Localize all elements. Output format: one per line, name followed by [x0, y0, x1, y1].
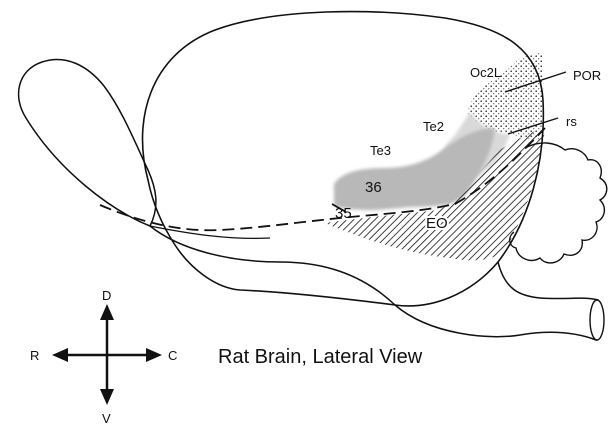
arrow-left-icon	[52, 348, 68, 362]
arrow-down-icon	[100, 389, 114, 405]
spinal-cord-end	[590, 300, 604, 340]
label-area-35: 35	[335, 205, 352, 222]
arrow-right-icon	[146, 348, 162, 362]
orientation-compass: D V R C	[30, 288, 177, 426]
compass-label-ventral: V	[102, 411, 111, 426]
label-oc2l: Oc2L	[470, 65, 501, 80]
arrow-up-icon	[100, 304, 114, 320]
compass-label-caudal: C	[168, 348, 177, 363]
label-rs: rs	[566, 114, 577, 129]
label-te2: Te2	[423, 119, 444, 134]
label-area-36: 36	[365, 179, 382, 196]
label-eo-text: EO	[426, 215, 448, 232]
compass-label-dorsal: D	[102, 288, 111, 303]
compass-label-rostral: R	[30, 348, 39, 363]
figure-caption: Rat Brain, Lateral View	[218, 346, 423, 368]
label-por: POR	[573, 68, 601, 83]
olfactory-bulb-outline	[19, 59, 156, 226]
label-te3: Te3	[370, 143, 391, 158]
